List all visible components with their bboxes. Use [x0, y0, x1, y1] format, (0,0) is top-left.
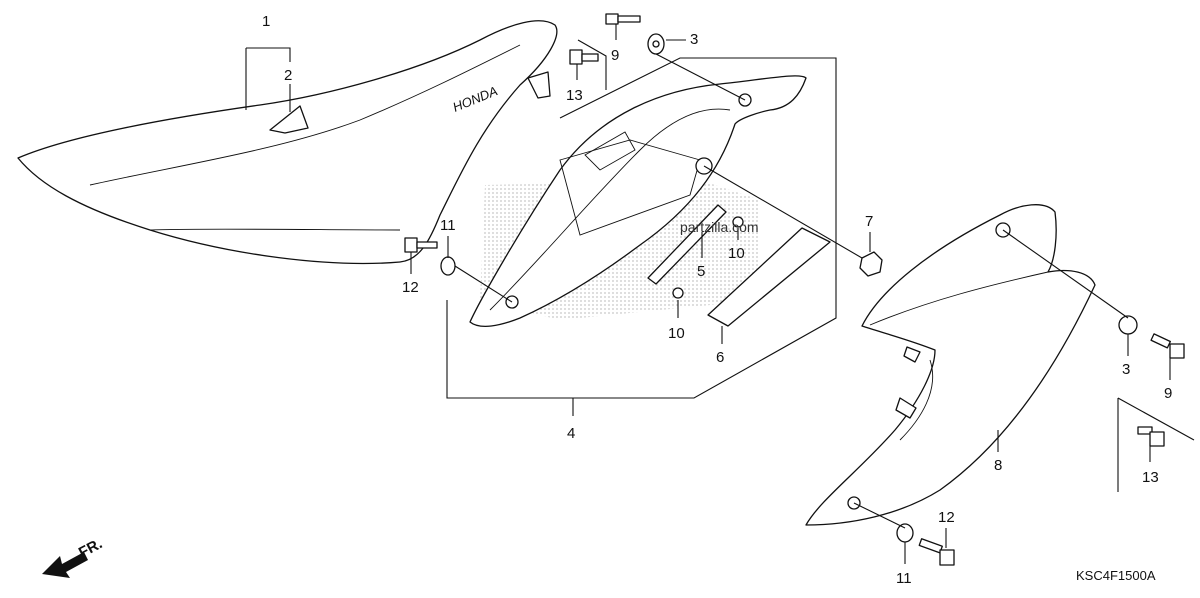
callout-11-bottom: 11 [896, 570, 912, 587]
diagram-code: KSC4F1500A [1076, 568, 1156, 583]
callout-3-top: 3 [690, 31, 698, 48]
bolt-12-bottom [918, 538, 955, 566]
washer-3-right [1118, 315, 1138, 335]
callout-2: 2 [284, 67, 292, 84]
seat: HONDA [17, 20, 558, 265]
bracket-5 [647, 204, 727, 285]
callout-12-bottom: 12 [938, 509, 955, 526]
callout-8: 8 [994, 457, 1002, 474]
callout-7: 7 [865, 213, 873, 230]
callouts: 1 2 3 3 4 5 6 7 8 9 9 10 10 11 11 12 12 … [262, 13, 1172, 587]
callout-9-top: 9 [611, 47, 619, 64]
part-4-group-outline [446, 57, 837, 416]
washer-11-bottom [896, 523, 914, 543]
nut-7 [859, 251, 883, 277]
callout-4: 4 [567, 425, 575, 442]
callout-6: 6 [716, 349, 724, 366]
bolt-13-top [569, 49, 599, 65]
callout-13-top: 13 [566, 87, 583, 104]
callout-5: 5 [697, 263, 705, 280]
callout-11-left: 11 [440, 217, 456, 234]
callout-3-right: 3 [1122, 361, 1130, 378]
pad-6 [707, 227, 831, 327]
part-13-top-bracket [577, 39, 607, 90]
front-direction-arrow: FR. [42, 535, 105, 578]
callout-10-lower: 10 [668, 325, 685, 342]
washer-11-left [440, 256, 456, 276]
rear-fender [469, 75, 807, 328]
callout-12-left: 12 [402, 279, 419, 296]
washer-3-top [647, 33, 665, 55]
bolt-13-right [1137, 426, 1165, 447]
bolt-9-right [1150, 333, 1185, 359]
callout-1: 1 [262, 13, 270, 30]
clip-10-upper [732, 216, 744, 228]
watermark-text: partzilla.com [680, 219, 759, 235]
callout-9-right: 9 [1164, 385, 1172, 402]
side-cover [805, 204, 1096, 526]
clip-10-lower [672, 287, 684, 299]
leader-lines [245, 24, 1171, 564]
callout-13-right: 13 [1142, 469, 1159, 486]
bolt-12-left [404, 237, 438, 253]
callout-10-upper: 10 [728, 245, 745, 262]
bolt-9-top [605, 13, 641, 25]
part-13-right-bracket [1117, 397, 1195, 492]
